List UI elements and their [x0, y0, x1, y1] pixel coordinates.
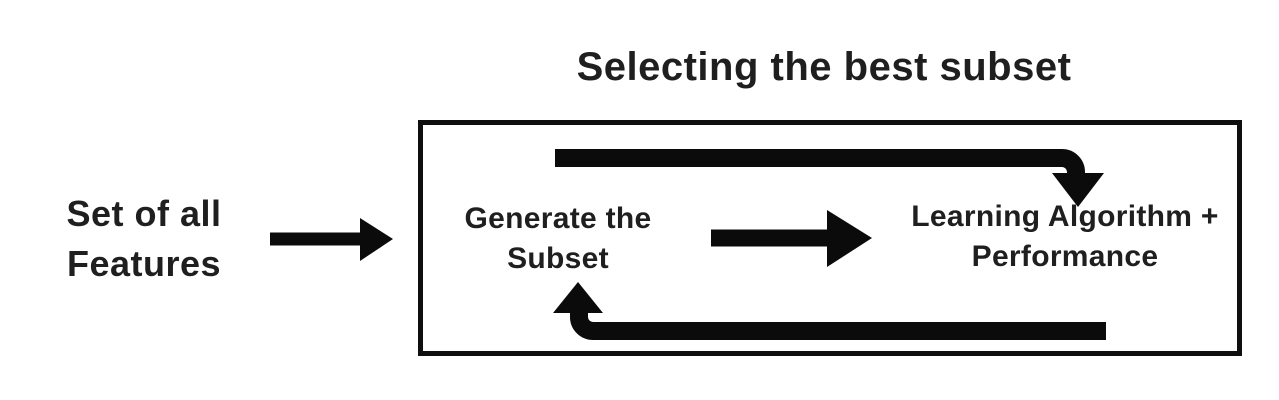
diagram-title: Selecting the best subset — [576, 45, 1072, 89]
input-features-line1: Set of all — [66, 193, 222, 234]
generate-subset-label: Generate the Subset — [438, 199, 678, 279]
input-arrow-icon — [270, 218, 393, 261]
input-features-line2: Features — [66, 243, 222, 284]
learning-algorithm-line2: Performance — [971, 240, 1159, 273]
input-features-label: Set of all Features — [34, 189, 254, 289]
generate-subset-line2: Subset — [507, 242, 609, 275]
input-arrow-head — [360, 218, 393, 261]
learning-algorithm-line1: Learning Algorithm + — [911, 200, 1219, 233]
learning-algorithm-label: Learning Algorithm + Performance — [885, 197, 1245, 277]
subset-selection-box — [418, 120, 1242, 356]
generate-subset-line1: Generate the — [464, 202, 652, 235]
